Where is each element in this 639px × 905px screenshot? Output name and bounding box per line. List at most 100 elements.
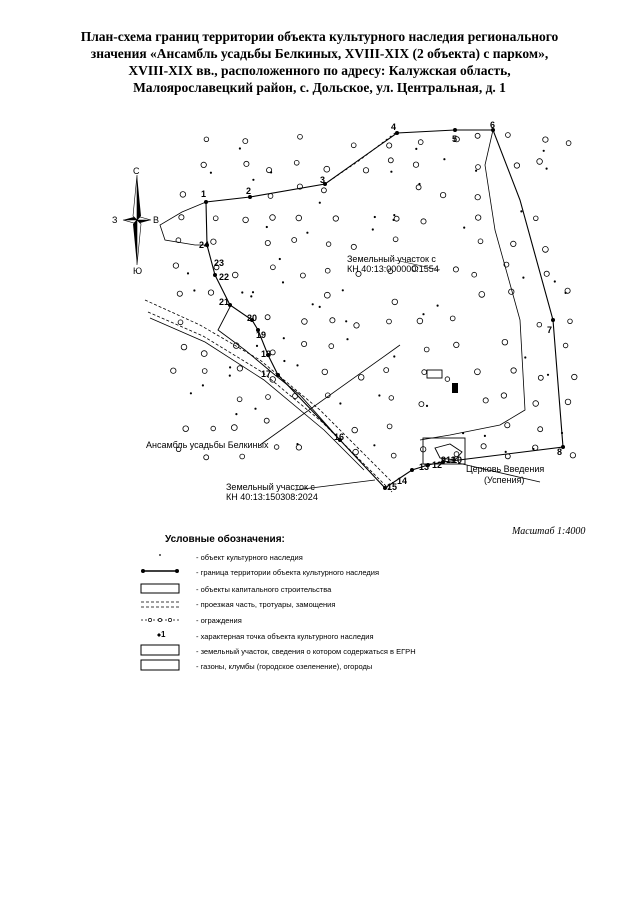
point-label: 13 <box>419 462 430 472</box>
tree-marker <box>351 426 358 434</box>
ground-dot <box>306 231 309 234</box>
ground-dot <box>524 356 527 359</box>
heritage-boundary <box>205 129 564 489</box>
boundary-point-marker <box>204 200 208 204</box>
ground-dot <box>443 158 446 161</box>
ground-dot <box>318 201 321 204</box>
tree-marker <box>542 136 549 143</box>
tree-marker <box>352 448 359 456</box>
tree-marker <box>564 398 572 406</box>
ground-dot <box>393 355 396 358</box>
tree-marker <box>270 264 276 271</box>
tree-marker <box>562 342 569 349</box>
parcel-large-cadastre: КН 40:13:000000:1554 <box>347 264 439 274</box>
compass-east-label: В <box>153 215 160 225</box>
ground-dot <box>241 291 244 294</box>
boundary-point-marker <box>323 182 327 186</box>
point-markers <box>204 128 565 490</box>
tree-marker <box>542 246 549 253</box>
tree-marker <box>239 453 246 460</box>
tree-marker <box>328 343 335 349</box>
tree-marker <box>510 240 517 247</box>
tree-marker <box>266 167 273 174</box>
boundary-point-marker <box>248 195 252 199</box>
tree-marker <box>295 444 302 451</box>
tree-marker <box>170 367 177 374</box>
ground-dot <box>269 171 273 174</box>
ground-dot <box>318 305 321 308</box>
tree-marker <box>411 265 419 272</box>
tree-marker <box>180 343 188 351</box>
title-line: План-схема границ территории объекта кул… <box>80 29 559 44</box>
tree-marker <box>387 268 394 275</box>
point-label: 2 <box>246 186 252 196</box>
boundary-point-marker <box>338 438 342 442</box>
lawn-symbol <box>140 659 180 671</box>
tree-marker <box>301 318 308 325</box>
tree-marker <box>178 214 185 221</box>
ground-dot <box>296 364 299 367</box>
church-label-sub: (Успения) <box>484 475 525 485</box>
point-label: 22 <box>219 272 230 282</box>
tree-marker <box>323 165 331 173</box>
tree-marker <box>242 138 249 145</box>
ground-dot <box>193 289 196 292</box>
point-label: 10 <box>452 455 463 465</box>
tree-marker <box>200 350 208 357</box>
tree-marker <box>537 374 544 381</box>
ground-dot <box>311 303 314 306</box>
point-label: 11 <box>446 455 456 465</box>
ground-dot <box>436 304 439 307</box>
point-label: 4 <box>391 122 397 132</box>
boundary-point-marker <box>383 486 387 490</box>
tree-marker <box>536 322 542 328</box>
title-line: значения «Ансамбль усадьбы Белкиных, XVI… <box>90 46 549 61</box>
point-label: 20 <box>247 313 258 323</box>
tree-marker <box>231 424 238 431</box>
tree-marker <box>482 397 489 404</box>
tree-marker <box>383 367 390 374</box>
tree-marker <box>269 214 276 221</box>
point-label: 9 <box>441 455 447 465</box>
road-strip <box>144 299 396 493</box>
tree-marker <box>474 194 481 201</box>
building-symbol <box>140 583 180 594</box>
ground-dot <box>228 374 231 377</box>
compass-rose-icon <box>122 174 152 266</box>
tree-marker <box>388 395 394 401</box>
ground-dot <box>520 210 523 213</box>
tree-marker <box>387 157 394 164</box>
point-label: 16 <box>334 432 345 442</box>
parcel-small-label: Земельный участок с <box>226 482 315 492</box>
tree-marker <box>569 452 577 459</box>
ground-dot <box>425 404 429 407</box>
tree-marker <box>273 444 280 450</box>
page-title: План-схема границ территории объекта кул… <box>20 28 619 96</box>
tree-marker <box>418 401 425 408</box>
tree-marker <box>325 241 332 247</box>
tree-marker <box>212 215 219 222</box>
ground-dot <box>522 276 525 279</box>
boundary-point-marker <box>426 463 430 467</box>
tree-marker <box>449 315 456 322</box>
legend-item: - газоны, клумбы (городское озеленение),… <box>196 662 373 671</box>
ground-dot <box>339 402 342 405</box>
tree-marker <box>478 291 486 298</box>
tree-marker <box>567 318 573 324</box>
tree-marker <box>475 164 481 170</box>
ground-dot <box>463 226 466 229</box>
tree-marker <box>393 215 400 222</box>
tree-marker <box>175 446 182 452</box>
tree-marker <box>358 374 365 381</box>
tree-marker <box>320 187 327 194</box>
ground-dot <box>553 280 556 283</box>
map-scale: Масштаб 1:4000 <box>512 526 586 537</box>
building <box>452 383 458 393</box>
point-label: 8 <box>557 447 563 457</box>
tree-marker <box>503 261 510 268</box>
point-label: 21 <box>219 297 230 307</box>
tree-markers <box>170 132 578 461</box>
tree-marker <box>210 238 217 245</box>
ground-dot <box>564 291 567 294</box>
ground-dot <box>186 272 190 275</box>
